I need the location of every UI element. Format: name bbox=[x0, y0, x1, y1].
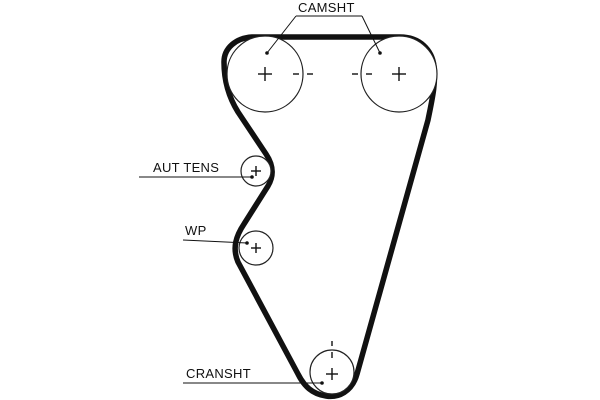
camshaft-callout: CAMSHT bbox=[265, 0, 382, 55]
crankshaft-pulley bbox=[309, 341, 355, 395]
auto-tensioner-pulley bbox=[240, 155, 272, 187]
left-camshaft-pulley bbox=[226, 35, 313, 113]
tensioner-leader-dot bbox=[250, 175, 254, 179]
camshaft-label: CAMSHT bbox=[298, 0, 355, 15]
water-pump-leader bbox=[182, 239, 248, 244]
water-pump-pulley bbox=[238, 230, 274, 266]
camshaft-leader-right-dot bbox=[378, 51, 382, 55]
crankshaft-label: CRANSHT bbox=[186, 366, 251, 381]
water-pump-label: WP bbox=[185, 223, 207, 238]
right-camshaft-pulley bbox=[352, 35, 438, 113]
tensioner-callout: AUT TENS bbox=[139, 160, 254, 179]
water-pump-callout: WP bbox=[182, 223, 249, 245]
crankshaft-leader-dot bbox=[320, 381, 324, 385]
camshaft-leader-left-dot bbox=[265, 51, 269, 55]
crankshaft-callout: CRANSHT bbox=[183, 366, 324, 385]
water-pump-leader-dot bbox=[245, 241, 249, 245]
camshaft-leader-left bbox=[266, 15, 297, 54]
camshaft-leader-right bbox=[361, 15, 381, 54]
tensioner-label: AUT TENS bbox=[153, 160, 219, 175]
